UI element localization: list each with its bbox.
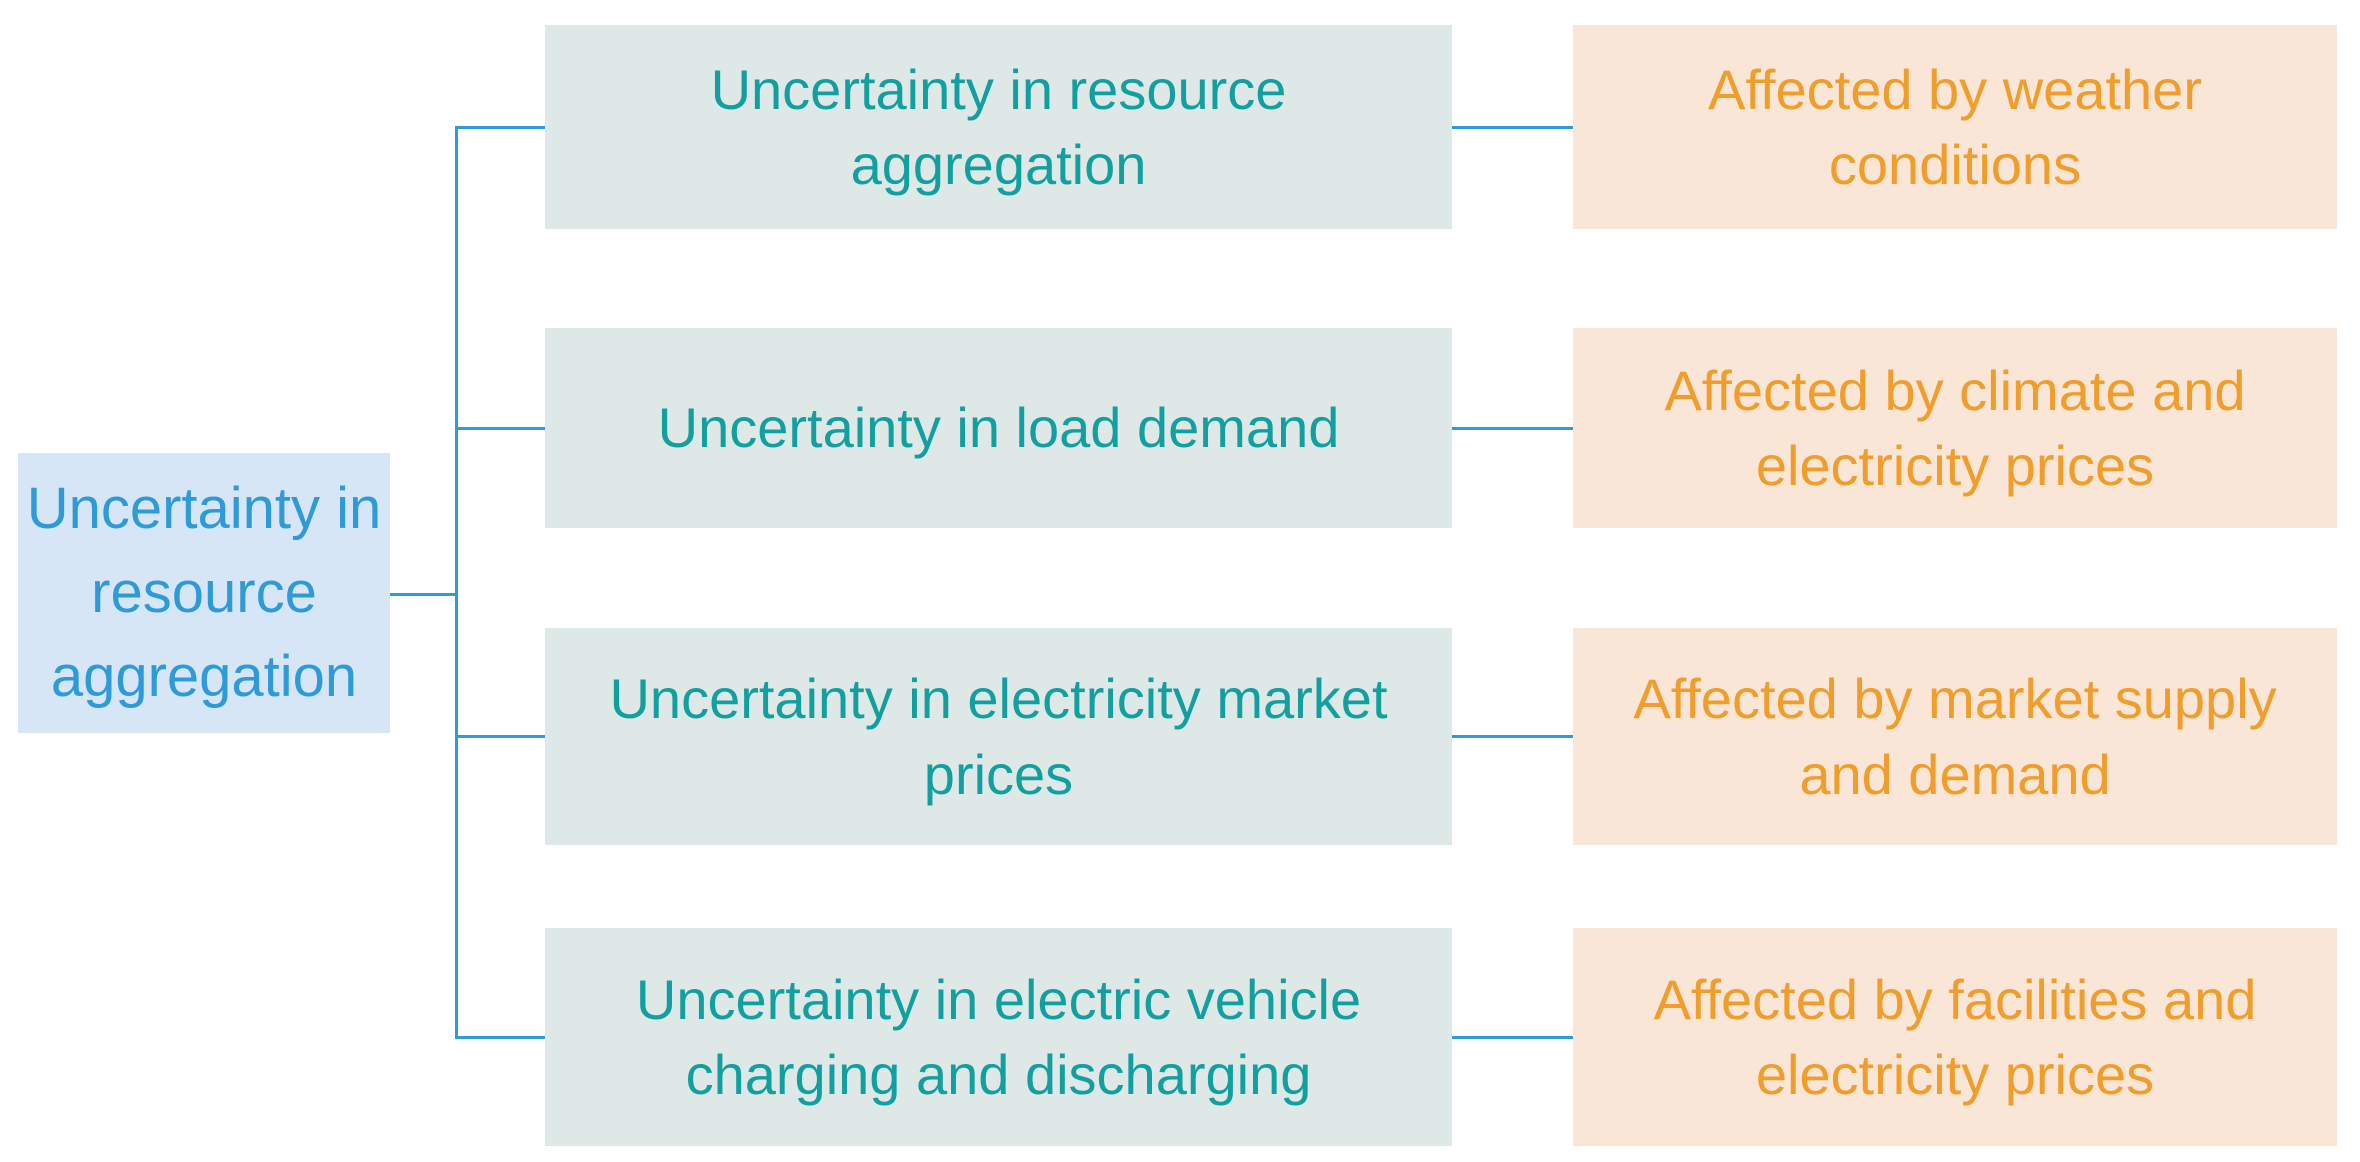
connector-effect-2 bbox=[1452, 427, 1573, 430]
effect-node-climate-prices: Affected by climate and electricity pric… bbox=[1573, 328, 2337, 528]
connector-effect-1 bbox=[1452, 126, 1573, 129]
connector-branch-4 bbox=[455, 1036, 545, 1039]
effect-node-label: Affected by facilities and electricity p… bbox=[1653, 967, 2257, 1106]
branch-node-load-demand: Uncertainty in load demand bbox=[545, 328, 1452, 528]
connector-branch-1 bbox=[455, 126, 545, 129]
connector-effect-4 bbox=[1452, 1036, 1573, 1039]
branch-node-label: Uncertainty in resource aggregation bbox=[710, 57, 1287, 196]
connector-branch-2 bbox=[455, 427, 545, 430]
connector-branch-3 bbox=[455, 735, 545, 738]
effect-node-supply-demand: Affected by market supply and demand bbox=[1573, 628, 2337, 845]
effect-node-label: Affected by weather conditions bbox=[1708, 57, 2202, 196]
connector-root-stub bbox=[390, 593, 455, 596]
effect-node-label: Affected by climate and electricity pric… bbox=[1664, 358, 2246, 497]
branch-node-resource-aggregation: Uncertainty in resource aggregation bbox=[545, 25, 1452, 229]
root-node-label: Uncertainty in resource aggregation bbox=[26, 475, 382, 710]
branch-node-label: Uncertainty in electric vehicle charging… bbox=[635, 967, 1362, 1106]
branch-node-market-prices: Uncertainty in electricity market prices bbox=[545, 628, 1452, 845]
effect-node-label: Affected by market supply and demand bbox=[1633, 667, 2277, 806]
branch-node-label: Uncertainty in electricity market prices bbox=[609, 667, 1388, 806]
root-node: Uncertainty in resource aggregation bbox=[18, 453, 390, 733]
connector-effect-3 bbox=[1452, 735, 1573, 738]
effect-node-facilities-prices: Affected by facilities and electricity p… bbox=[1573, 928, 2337, 1146]
branch-node-ev-charging: Uncertainty in electric vehicle charging… bbox=[545, 928, 1452, 1146]
connector-trunk bbox=[455, 126, 458, 1039]
branch-node-label: Uncertainty in load demand bbox=[657, 396, 1340, 460]
effect-node-weather-conditions: Affected by weather conditions bbox=[1573, 25, 2337, 229]
